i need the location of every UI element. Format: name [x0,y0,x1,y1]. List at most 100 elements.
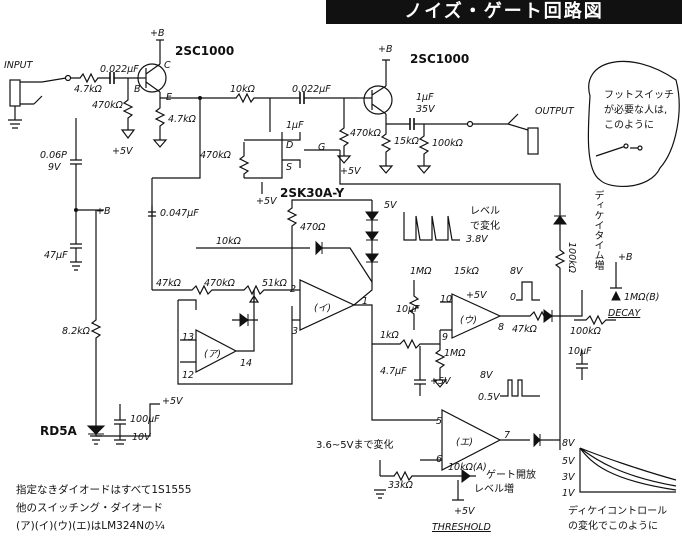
label-r-1m: 1MΩ [410,266,432,277]
label-c-006-v: 9V [48,162,61,173]
label-pin-b: B [134,84,141,95]
label-q1: 2SC1000 [175,44,235,58]
label-c-47u-b: 4.7μF [380,366,407,377]
opamp-i [299,279,356,331]
label-decay-pot: 1MΩ(B) [624,292,660,303]
label-gate-note: ゲート開放 [486,470,536,481]
label-c-100u: 100μF [130,414,160,425]
label-plus-b-left: +B [96,206,111,217]
label-r-33k: 33kΩ [388,480,413,491]
label-pin-3: 3 [292,326,299,337]
label-switch-note: フットスイッチ が必要な人は, このように [604,90,674,131]
switch-callout [587,60,680,187]
label-pin-8: 8 [498,322,505,333]
label-decay: DECAY [608,308,641,319]
label-c-100u-v: 10V [132,432,151,443]
input-jack [9,79,21,107]
label-r-47k-b: 47kΩ [512,324,537,335]
label-threshold: THRESHOLD [432,522,491,533]
label-opamp-i: (イ) [314,303,331,314]
label-pulse2-8v: 8V [480,370,493,381]
label-r-100k-b: 100kΩ [566,242,577,273]
label-r-15k-b: 15kΩ [454,266,479,277]
label-zener: RD5A [40,424,77,438]
label-c-47u: 47μF [44,250,68,261]
label-pulse2-05v: 0.5V [478,392,500,403]
label-plus5v-fet: +5V [256,196,277,207]
page-title: ノイズ・ゲート回路図 [326,0,682,24]
label-level-up: レベル増 [474,484,514,495]
label-opamp-u: (ウ) [460,315,477,326]
label-r-470k-4: 470kΩ [204,278,235,289]
label-v-8: 8V [562,438,575,449]
label-c-10u: 10μF [396,304,420,315]
label-r-51k: 51kΩ [262,278,287,289]
label-plus5v-q2: +5V [340,166,361,177]
label-range-note: 3.6~5Vまで変化 [316,440,394,451]
label-pin-12: 12 [182,370,195,381]
label-q2: 2SC1000 [410,52,470,66]
label-pin-1: 1 [362,296,369,307]
label-plus-b-2: +B [378,44,393,55]
label-pin-c: C [164,60,171,71]
label-pin-14: 14 [240,358,253,369]
label-r-15k: 15kΩ [394,136,419,147]
label-c-1u: 1μF [286,120,304,131]
label-r-1m-b: 1MΩ [444,348,466,359]
label-plus5v-q1: +5V [112,146,133,157]
label-pin-9: 9 [442,332,449,343]
label-plus-b: +B [150,28,165,39]
ground-symbol [8,106,22,129]
transistor-q1 [137,63,167,93]
label-r-8k2: 8.2kΩ [62,326,90,337]
opamp-a [195,329,238,373]
label-opamp-e: (エ) [456,437,473,448]
label-plus5v-c: +5V [466,290,487,301]
fet-2sk30a [269,98,301,168]
label-plus5v-e: +5V [454,506,475,517]
label-decay-time: ディケイタイム増 [592,190,603,270]
label-fet-d: D [286,140,294,151]
opamp-e [441,409,502,471]
label-pulse-8v: 8V [510,266,523,277]
label-fet-s: S [286,162,293,173]
label-r-100k-c: 100kΩ [570,326,601,337]
label-r-in: 4.7kΩ [74,84,102,95]
label-wave-38v: 3.8V [466,234,488,245]
label-wave-note: レベル で変化 [470,206,500,232]
label-c1: 0.022μF [100,64,139,75]
label-thresh-pot: 10kΩ(A) [448,462,487,473]
label-r-100k: 100kΩ [432,138,463,149]
label-r-470k-2: 470kΩ [350,128,381,139]
label-r-e: 4.7kΩ [168,114,196,125]
pulse-waveform [516,281,540,301]
label-pin-7: 7 [504,430,511,441]
label-r-47k: 47kΩ [156,278,181,289]
label-v-1: 1V [562,488,575,499]
label-pin-e: E [166,92,173,103]
label-c-out-v: 35V [416,104,435,115]
label-pin-6: 6 [436,454,443,465]
opamp-u [451,293,502,339]
label-fet: 2SK30A-Y [280,186,345,200]
label-r-470k-3: 470kΩ [200,150,231,161]
decay-graph [579,448,676,493]
ripple-waveform [403,212,460,241]
label-opamp-a: (ア) [204,349,221,360]
label-pin-2: 2 [290,284,297,295]
label-pin-5: 5 [436,416,443,427]
label-plus5v-b: +5V [162,396,183,407]
footnote-1: 指定なきダイオードはすべて1S1555 [16,484,192,496]
label-plus5v-d: +5V [430,376,451,387]
label-wave-5v: 5V [384,200,397,211]
label-c-10u-b: 10μF [568,346,592,357]
label-r-10k: 10kΩ [230,84,255,95]
resistor [70,72,110,84]
label-input: INPUT [4,60,33,71]
label-c-006: 0.06P [40,150,67,161]
label-decay-ctrl: ディケイコントロール の変化でこのように [568,506,668,532]
label-v-3: 3V [562,472,575,483]
label-fet-g: G [318,142,326,153]
